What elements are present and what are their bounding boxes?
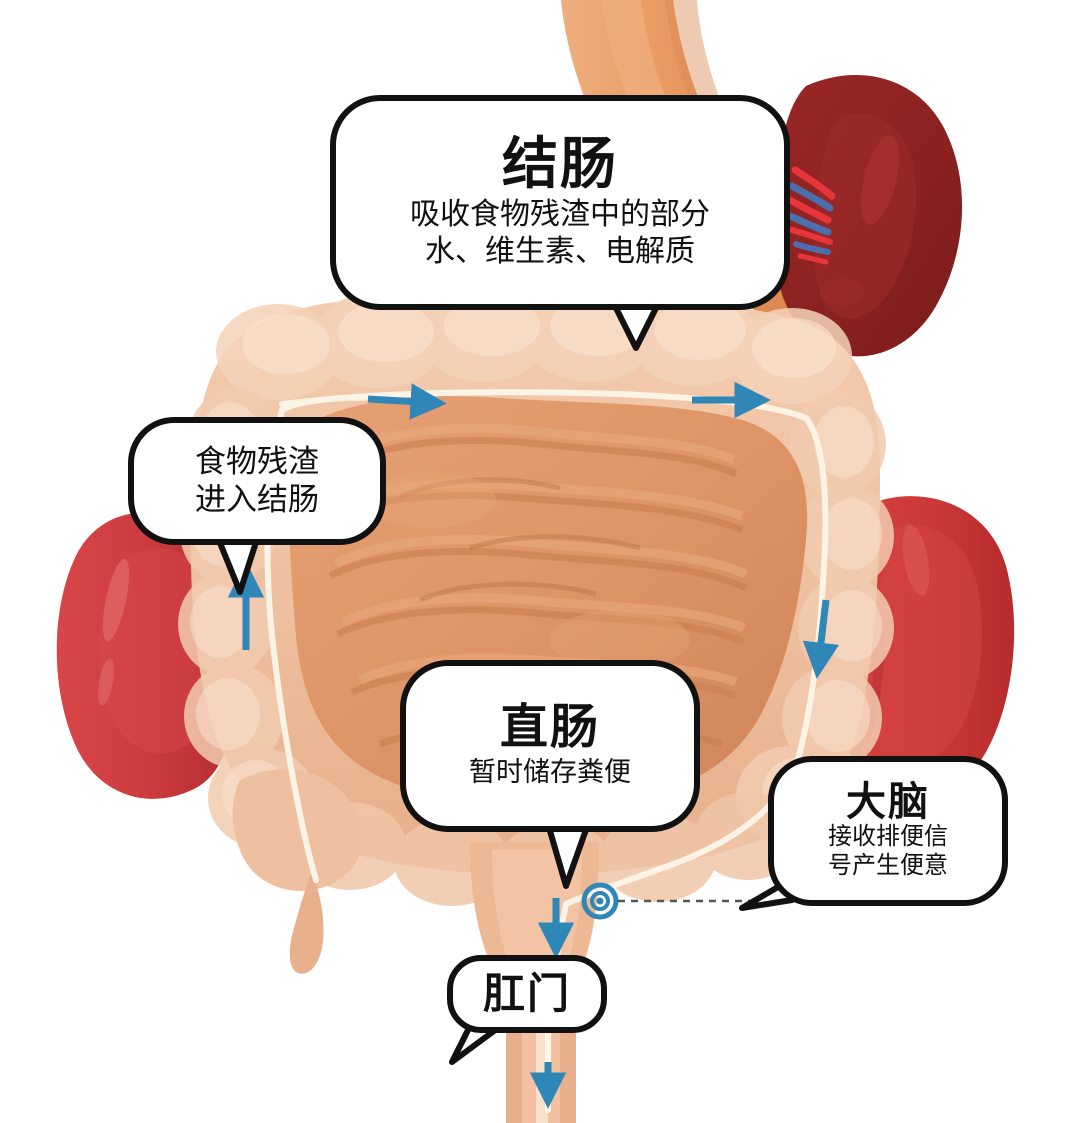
spleen-vessels [786,166,836,265]
kidney-right [845,496,1015,800]
brain-desc-line-1: 接收排便信 [828,823,948,851]
colon-callout-title: 结肠 [502,131,618,195]
colon-callout[interactable]: 结肠 吸收食物残渣中的部分 水、维生素、电解质 [330,95,790,310]
food-residue-callout[interactable]: 食物残渣 进入结肠 [128,417,386,545]
rectum-callout-title: 直肠 [499,701,600,755]
anus-callout[interactable]: 肛门 [447,955,607,1033]
defecation-signal-marker [581,882,619,920]
residue-desc-line-2: 进入结肠 [195,482,319,517]
rectum-callout[interactable]: 直肠 暂时储存粪便 [400,660,700,832]
brain-callout-title: 大脑 [846,780,930,825]
transverse-colon-arrow-1 [367,383,447,420]
colon-callout-desc: 吸收食物残渣中的部分 水、维生素、电解质 [410,197,710,270]
flow-arrows [227,381,840,1109]
rectum-callout-desc: 暂时储存粪便 [469,756,631,789]
brain-desc-line-2: 号产生便意 [828,852,948,879]
residue-callout-desc: 食物残渣 进入结肠 [195,443,319,519]
descending-colon-arrow [802,599,840,679]
colon-desc-line-1: 吸收食物残渣中的部分 [410,198,710,232]
appendix [289,872,324,974]
cecum-appendix [232,769,362,974]
brain-callout-desc: 接收排便信 号产生便意 [828,823,948,881]
colon-desc-line-2: 水、维生素、电解质 [425,234,695,268]
anus-callout-title: 肛门 [482,969,571,1017]
residue-desc-line-1: 食物残渣 [195,444,319,480]
spleen-organ [773,75,963,357]
brain-callout[interactable]: 大脑 接收排便信 号产生便意 [768,756,1008,906]
rectum-desc-line-1: 暂时储存粪便 [469,756,631,787]
